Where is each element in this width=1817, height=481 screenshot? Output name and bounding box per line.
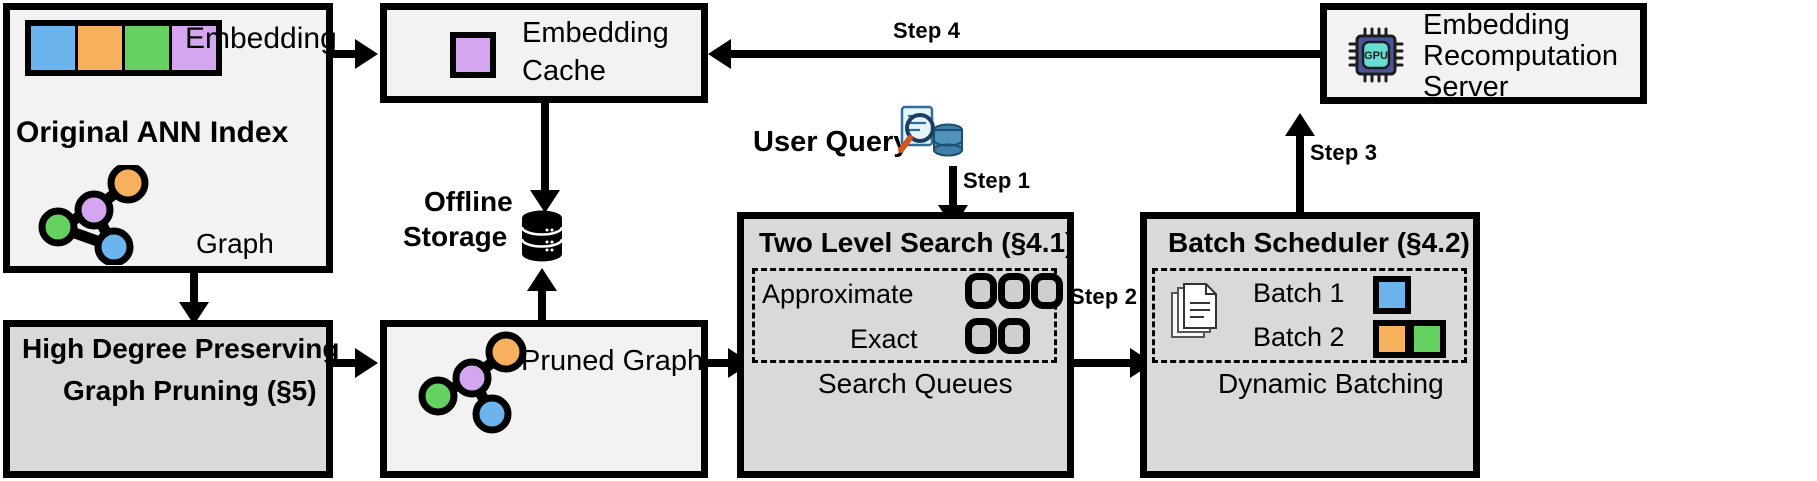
recomputation-server-line3: Server	[1423, 71, 1509, 103]
approximate-slot-2[interactable]	[998, 273, 1030, 309]
embedding-cache-line2: Cache	[522, 55, 606, 87]
original-ann-index-title: Original ANN Index	[16, 116, 289, 149]
arrow-prunedgraph-to-storage-head	[527, 268, 557, 291]
batch-2-label: Batch 2	[1253, 322, 1345, 352]
dynamic-batching-panel	[1152, 268, 1467, 363]
approximate-slot-3[interactable]	[1031, 273, 1063, 309]
arrow-server-to-cache-line	[730, 50, 1320, 58]
gpu-chip-text: GPU	[1364, 50, 1388, 62]
pruned-graph-label: Pruned Graph	[521, 345, 704, 377]
embedding-cache-line1: Embedding	[522, 17, 669, 49]
step-1-label: Step 1	[963, 168, 1031, 193]
arrow-pruning-to-prunedgraph-head	[355, 348, 378, 378]
embedding-strip	[25, 20, 222, 76]
graph-pruning-line1: High Degree Preserving	[22, 333, 340, 364]
embedding-cell-orange	[78, 26, 125, 70]
arrow-scheduler-to-server-line	[1296, 135, 1304, 213]
exact-slot-1[interactable]	[965, 318, 997, 354]
arrow-search-to-scheduler-line	[1074, 359, 1136, 367]
embedding-label: Embedding	[185, 22, 337, 55]
graph-pruning-box	[3, 320, 333, 478]
arrow-query-to-search-line	[949, 166, 957, 208]
original-graph-label: Graph	[196, 228, 274, 259]
exact-slot-2[interactable]	[998, 318, 1030, 354]
arrow-index-to-cache-head	[355, 39, 378, 69]
offline-storage-line1: Offline	[424, 186, 513, 217]
batch-scheduler-box	[1140, 212, 1480, 478]
offline-storage-line2: Storage	[403, 221, 508, 252]
batch-scheduler-title: Batch Scheduler (§4.2)	[1168, 227, 1470, 258]
database-cylinder-icon	[521, 210, 563, 262]
graph-pruning-line2: Graph Pruning (§5)	[63, 375, 317, 406]
approximate-row-label: Approximate	[762, 279, 914, 309]
two-level-search-title: Two Level Search (§4.1)	[759, 227, 1075, 258]
approximate-slot-1[interactable]	[965, 273, 997, 309]
arrow-index-to-pruning-line	[190, 273, 198, 306]
batch-1-item-blue	[1373, 276, 1411, 314]
arrow-prunedgraph-to-storage-line	[538, 290, 546, 330]
pruned-graph-box	[380, 320, 708, 478]
pruned-graph-illustration	[418, 331, 527, 434]
arrow-scheduler-to-server-head	[1285, 113, 1315, 136]
embedding-cell-green	[125, 26, 172, 70]
original-graph-illustration	[38, 165, 149, 265]
recomputation-server-line1: Embedding	[1423, 9, 1570, 41]
arrow-cache-to-storage-head	[530, 190, 560, 213]
recomputation-server-line2: Recomputation	[1423, 40, 1619, 72]
embedding-cell-purple	[172, 26, 216, 70]
embedding-cache-box	[380, 3, 708, 103]
batch-2-item-green	[1408, 320, 1446, 358]
gpu-chip-icon: GPU	[1348, 27, 1404, 83]
embedding-cache-swatch	[450, 32, 496, 78]
embedding-cell-blue	[31, 26, 78, 70]
arrow-cache-to-storage-line	[541, 103, 549, 193]
batch-2-item-orange	[1373, 320, 1411, 358]
arrow-pruning-to-prunedgraph-line	[333, 359, 360, 367]
search-queues-footer: Search Queues	[818, 368, 1013, 399]
exact-row-label: Exact	[850, 324, 918, 354]
search-queues-panel	[752, 268, 1057, 363]
step-2-label: Step 2	[1070, 284, 1138, 309]
documents-stack-icon	[1171, 283, 1217, 338]
query-search-database-icon	[898, 105, 963, 157]
user-query-label: User Query	[753, 126, 910, 158]
arrow-server-to-cache-head	[708, 39, 731, 69]
arrow-prunedgraph-to-search-line	[708, 359, 733, 367]
batch-1-label: Batch 1	[1253, 278, 1345, 308]
arrow-index-to-pruning-head	[179, 302, 209, 325]
step-3-label: Step 3	[1310, 140, 1378, 165]
step-4-label: Step 4	[893, 18, 961, 43]
arrow-index-to-cache-line	[333, 50, 360, 58]
dynamic-batching-footer: Dynamic Batching	[1218, 368, 1444, 399]
